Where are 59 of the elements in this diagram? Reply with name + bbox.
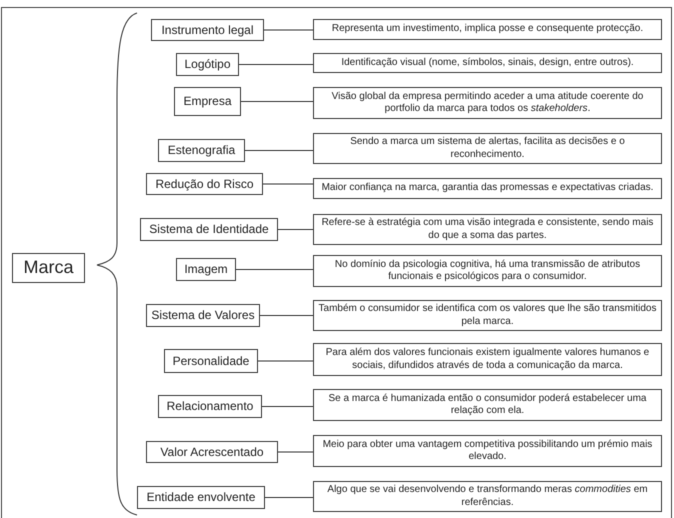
concept-label: Imagem	[184, 262, 228, 277]
concept-label: Sistema de Identidade	[149, 222, 269, 237]
description-box	[313, 255, 662, 287]
connector-line	[258, 360, 314, 362]
concept-label: Empresa	[183, 94, 232, 109]
description-box	[313, 300, 662, 331]
concept-box	[146, 441, 278, 463]
concept-box	[174, 87, 241, 116]
concept-label: Entidade envolvente	[146, 490, 256, 505]
description-text: Também o consumidor se identifica com os valores que lhe são transmitidos pela marca.	[318, 303, 658, 328]
description-box	[313, 343, 662, 376]
description-box	[313, 19, 662, 40]
connector-line	[240, 101, 314, 102]
description-text: Refere-se à estratégia com uma visão integrada e consistente, sendo mais do que a soma das partes.	[320, 217, 654, 242]
description-text: Visão global da empresa permitindo aceder a uma atitude coerente do portfolio da marca para todos os stakeholders.	[330, 90, 644, 116]
description-text: Sendo a marca um sistema de alertas, facilita as decisões e o reconhecimento.	[349, 136, 626, 161]
description-text: Se a marca é humanizada então o consumidor poderá estabelecer uma relação com ela.	[328, 392, 648, 418]
concept-label: Relacionamento	[166, 399, 254, 414]
concept-label: Estenografia	[168, 143, 236, 158]
description-text: Maior confiança na marca, garantia das promessas e expectativas criadas.	[322, 182, 654, 195]
connector-line	[260, 315, 314, 316]
description-box	[313, 481, 662, 512]
concept-label: Logótipo	[184, 57, 231, 72]
concept-box	[146, 173, 263, 195]
description-box	[313, 214, 662, 245]
concept-box	[176, 258, 236, 281]
concept-label: Instrumento legal	[161, 22, 254, 38]
description-box	[313, 87, 662, 119]
concept-box	[158, 139, 245, 162]
concept-label: Personalidade	[172, 354, 250, 368]
connector-line	[264, 497, 314, 498]
concept-box	[140, 218, 278, 241]
description-text: Identificação visual (nome, símbolos, sinais, design, entre outros).	[341, 56, 634, 70]
concept-box	[164, 349, 258, 373]
description-text: No domínio da psicologia cognitiva, há uma transmissão de atributos funcionais e psicológicos para o consumidor.	[334, 258, 642, 284]
concept-box	[176, 53, 239, 76]
concept-label: Valor Acrescentado	[160, 444, 264, 460]
description-box	[313, 435, 662, 467]
connector-line	[244, 150, 314, 151]
description-box	[313, 133, 662, 164]
root-label: Marca	[23, 257, 74, 279]
root-concept-box	[12, 253, 85, 283]
description-text: Meio para obter uma vantagem competitiva possibilitando um prémio mais elevado.	[322, 438, 654, 464]
connector-line	[278, 229, 314, 230]
concept-box	[158, 395, 262, 418]
concept-box	[151, 19, 264, 41]
description-box	[313, 389, 662, 421]
connector-line	[236, 269, 314, 270]
concept-label: Redução do Risco	[155, 176, 254, 192]
description-text: Para além dos valores funcionais existem igualmente valores humanos e sociais, difundidos através de toda a comunicação da marca.	[324, 347, 650, 372]
description-box	[313, 178, 662, 199]
description-text: Algo que se vai desenvolvendo e transformando meras commodities em referências.	[326, 484, 649, 509]
description-text: Representa um investimento, implica posse e consequente protecção.	[332, 23, 644, 36]
connector-line	[238, 64, 314, 65]
connector-line	[262, 406, 314, 407]
description-box	[313, 53, 662, 73]
concept-box	[146, 304, 260, 327]
concept-box	[137, 486, 265, 509]
concept-label: Sistema de Valores	[151, 308, 255, 323]
